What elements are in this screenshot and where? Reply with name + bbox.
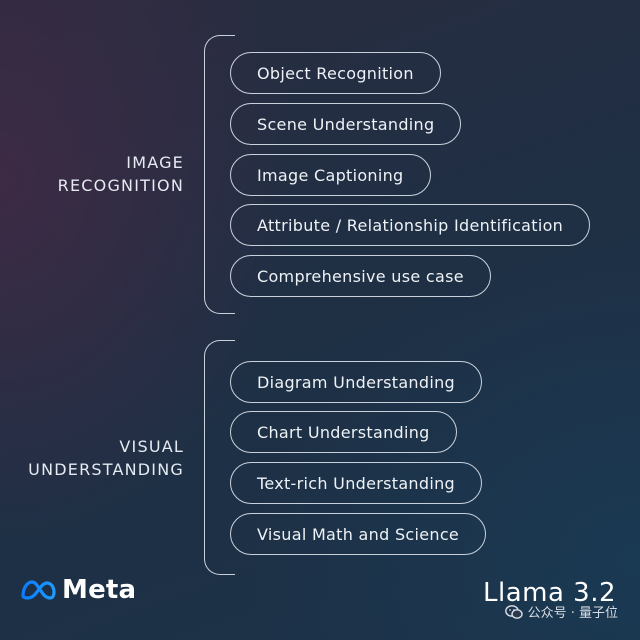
pill-diagram-understanding: Diagram Understanding	[230, 361, 482, 403]
section-label-line: UNDERSTANDING	[28, 460, 184, 479]
pill-object-recognition: Object Recognition	[230, 52, 441, 94]
pill-chart-understanding: Chart Understanding	[230, 411, 457, 453]
meta-infinity-icon	[21, 580, 56, 600]
watermark: 公众号 · 量子位	[504, 602, 618, 621]
bracket-image-recognition	[204, 35, 235, 314]
product-name: Llama 3.2	[482, 578, 616, 608]
pill-scene-understanding: Scene Understanding	[230, 103, 462, 145]
section-label-image-recognition: IMAGE RECOGNITION	[58, 151, 184, 197]
pill-attribute-relationship: Attribute / Relationship Identification	[230, 204, 591, 246]
watermark-text: 公众号 · 量子位	[527, 606, 618, 621]
pill-visual-math-science: Visual Math and Science	[230, 513, 487, 555]
wechat-icon	[504, 604, 523, 619]
section-label-line: RECOGNITION	[57, 176, 184, 195]
bracket-visual-understanding	[204, 340, 235, 575]
section-label-visual-understanding: VISUAL UNDERSTANDING	[28, 435, 184, 481]
section-label-line: IMAGE	[126, 153, 184, 172]
meta-logo: Meta	[20, 575, 136, 605]
pill-comprehensive-use-case: Comprehensive use case	[230, 255, 491, 297]
section-label-line: VISUAL	[119, 437, 184, 456]
pill-text-rich-understanding: Text-rich Understanding	[230, 462, 482, 504]
pill-image-captioning: Image Captioning	[230, 154, 431, 196]
meta-wordmark: Meta	[62, 575, 137, 605]
